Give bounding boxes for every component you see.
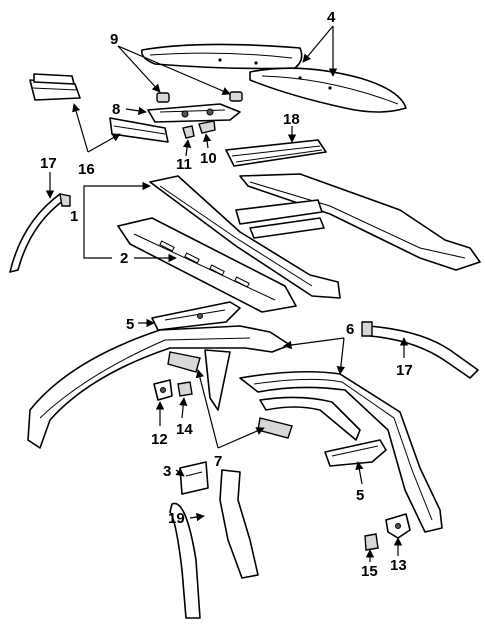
bracket-16-lower xyxy=(109,117,169,143)
callout-12: 12 xyxy=(151,431,168,448)
hinge-bracket-5-upper xyxy=(151,301,241,331)
callout-4: 4 xyxy=(327,9,336,26)
callout-19: 19 xyxy=(168,510,185,527)
bolt-11 xyxy=(182,125,195,139)
roof-panel-right xyxy=(249,67,407,113)
callout-6: 6 xyxy=(346,321,354,338)
bracket-16-upper xyxy=(29,73,81,101)
leader-lines xyxy=(45,25,409,562)
clip-15 xyxy=(364,533,379,551)
callout-11: 11 xyxy=(176,156,192,173)
callout-18: 18 xyxy=(283,111,300,128)
callout-7: 7 xyxy=(214,453,222,470)
bracket-3 xyxy=(179,461,209,495)
callout-2: 2 xyxy=(120,250,128,267)
clip-9-left xyxy=(156,92,170,103)
clip-14 xyxy=(177,381,193,397)
roof-panel-left xyxy=(140,43,303,70)
roof-frame-1 xyxy=(149,173,481,299)
callout-13: 13 xyxy=(390,557,407,574)
reinforcement-2 xyxy=(117,217,297,313)
callout-10: 10 xyxy=(200,150,217,167)
side-frame-6-left xyxy=(27,325,291,449)
callout-1: 1 xyxy=(70,208,78,225)
callout-16: 16 xyxy=(78,161,95,178)
hinge-bracket-5-lower xyxy=(324,439,387,467)
molding-7-upper xyxy=(167,351,201,373)
callout-9: 9 xyxy=(110,31,118,48)
callout-5-lower: 5 xyxy=(356,487,364,504)
callout-15: 15 xyxy=(361,563,378,580)
latch-assembly-8 xyxy=(147,103,241,123)
windshield-pillar-19 xyxy=(169,469,259,619)
callout-14: 14 xyxy=(176,421,193,438)
weatherstrip-17-left xyxy=(9,193,71,273)
clip-13 xyxy=(385,513,411,539)
callout-3: 3 xyxy=(163,463,171,480)
callout-8: 8 xyxy=(112,101,120,118)
seal-18 xyxy=(225,139,327,167)
callout-17-left: 17 xyxy=(40,155,57,172)
side-frame-6-right xyxy=(239,370,443,533)
callout-17-right: 17 xyxy=(396,362,413,379)
callout-5-upper: 5 xyxy=(126,316,134,333)
clip-12 xyxy=(153,379,173,401)
clip-9-right xyxy=(229,91,243,102)
bolt-10 xyxy=(198,120,216,134)
molding-7-lower xyxy=(257,417,293,439)
weatherstrip-17-right xyxy=(361,321,479,379)
